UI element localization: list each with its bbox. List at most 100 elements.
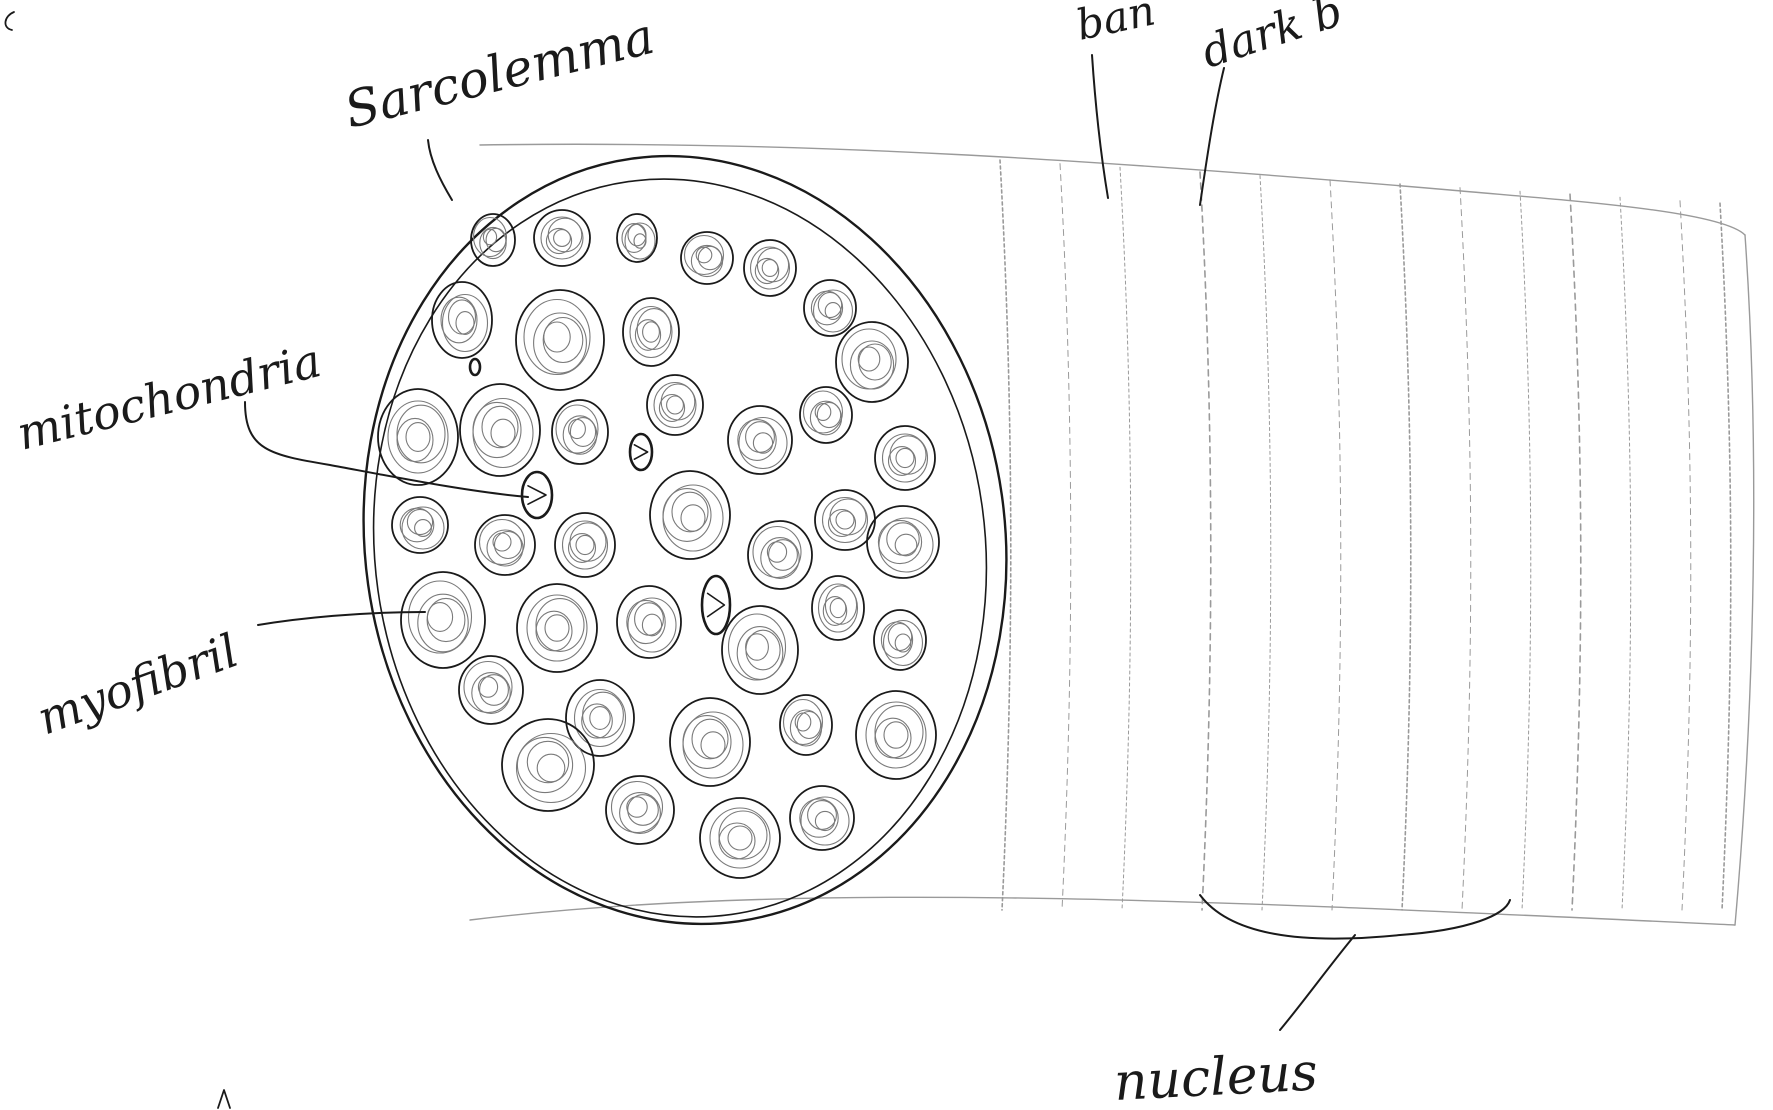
myofibril [502, 719, 594, 811]
myofibril-scribble [545, 615, 569, 641]
myofibril-scribble [875, 718, 911, 758]
myofibril-scribble [884, 722, 908, 748]
myofibril [378, 389, 458, 485]
myofibril-scribble [746, 634, 769, 660]
myofibril-scribble [544, 322, 570, 352]
myofibril [517, 584, 597, 672]
myofibril [867, 506, 939, 578]
mitochondria-group [470, 359, 730, 634]
myofibril-scribble [464, 662, 512, 713]
myofibril [836, 322, 908, 402]
stray-mark-bottom-left [218, 1090, 230, 1108]
myofibril [460, 384, 540, 476]
sarcolemma-leader [428, 140, 452, 200]
myofibril-scribble [875, 706, 923, 759]
myofibril-scribble [719, 811, 767, 859]
myofibril-scribble [456, 312, 474, 335]
myofibril-scribble [878, 520, 921, 563]
myofibril-scribble [663, 489, 711, 542]
mitochondrion-cristae [528, 486, 546, 504]
myofibril-scribble [554, 230, 571, 247]
myofibril-scribble [642, 614, 661, 636]
myofibril-scribble [753, 433, 772, 453]
myofibril-scribble [879, 518, 933, 572]
myofibril-scribble [804, 391, 843, 433]
myofibril-scribble [767, 542, 786, 562]
myofibril-scribble [590, 707, 610, 730]
myofibril-scribble [815, 811, 834, 830]
striation-line [1330, 180, 1341, 910]
myofibril-scribble [478, 677, 497, 697]
myofibril [722, 606, 798, 694]
striation-line [1400, 184, 1411, 910]
myofibril-scribble [473, 402, 521, 457]
mitochondrion-cristae [634, 445, 647, 459]
myofibril-scribble [449, 300, 476, 334]
striation-line [1680, 201, 1691, 910]
myofibril-scribble [582, 704, 613, 738]
myofibril [670, 698, 750, 786]
myofibril [401, 572, 485, 668]
band-leader [1092, 55, 1108, 198]
myofibril [700, 798, 780, 878]
striation-line [1520, 191, 1531, 910]
myofibril-scribble [661, 384, 695, 420]
mitochondria-leader [245, 402, 528, 497]
myofibril-scribble [681, 505, 705, 531]
myofibril-scribble [427, 603, 452, 632]
myofibril-scribble [858, 347, 880, 371]
myofibril-scribble [896, 448, 914, 467]
dark-band-leader [1200, 68, 1224, 205]
myofibril-scribble [570, 523, 606, 561]
striation-line [1620, 197, 1631, 910]
myofibril [516, 290, 604, 390]
myofibril [617, 214, 657, 262]
mitochondrion [702, 576, 730, 634]
myofibril-scribble [637, 309, 671, 350]
label-mitochondria: mitochondria [12, 333, 327, 461]
myofibril-scribble [406, 423, 430, 452]
label-nucleus: nucleus [1113, 1042, 1320, 1110]
mitochondrion [470, 359, 480, 375]
myofibril-scribble [612, 782, 663, 833]
myofibril-leader [258, 612, 425, 625]
myofibril-scribble [480, 520, 525, 565]
myofibril-scribble [830, 598, 846, 617]
myofibril-scribble [667, 396, 684, 414]
myofibril-scribble [548, 218, 582, 252]
myofibril [650, 471, 730, 559]
striation-line [1200, 172, 1211, 910]
myofibril-scribble [556, 405, 598, 453]
myofibril-scribble [801, 797, 849, 845]
myofibril-scribble [536, 599, 584, 652]
nucleus-leader [1280, 935, 1355, 1030]
stray-mark-top-left [5, 12, 14, 30]
myofibril-scribble [683, 716, 731, 769]
myofibril-scribble [890, 436, 926, 474]
striation-line [1260, 176, 1271, 910]
leader-lines [245, 55, 1355, 1030]
striation-bands [1000, 160, 1731, 910]
myofibril-scribble [842, 329, 896, 389]
myofibril-scribble [627, 797, 647, 817]
label-myofibril: myofibril [30, 623, 245, 745]
myofibril-scribble [728, 826, 752, 850]
striation-line [1720, 203, 1731, 910]
myofibril-scribble [536, 611, 572, 651]
myofibril-scribble [643, 322, 660, 342]
myofibril-scribble [757, 248, 788, 282]
mitochondrion [630, 434, 652, 470]
myofibril-scribble [746, 422, 775, 453]
striation-line [1570, 194, 1581, 910]
mitochondrion [522, 472, 552, 518]
myofibril-scribble [753, 527, 801, 578]
myofibril-scribble [701, 732, 725, 758]
striation-line [1060, 164, 1071, 910]
label-dark-band: dark b [1196, 0, 1349, 78]
myofibril-scribble [719, 823, 755, 859]
myofibril-scribble [576, 535, 594, 554]
myofibril-scribble [895, 634, 911, 652]
mitochondrion-cristae [708, 593, 725, 616]
label-band: ban [1072, 0, 1159, 50]
